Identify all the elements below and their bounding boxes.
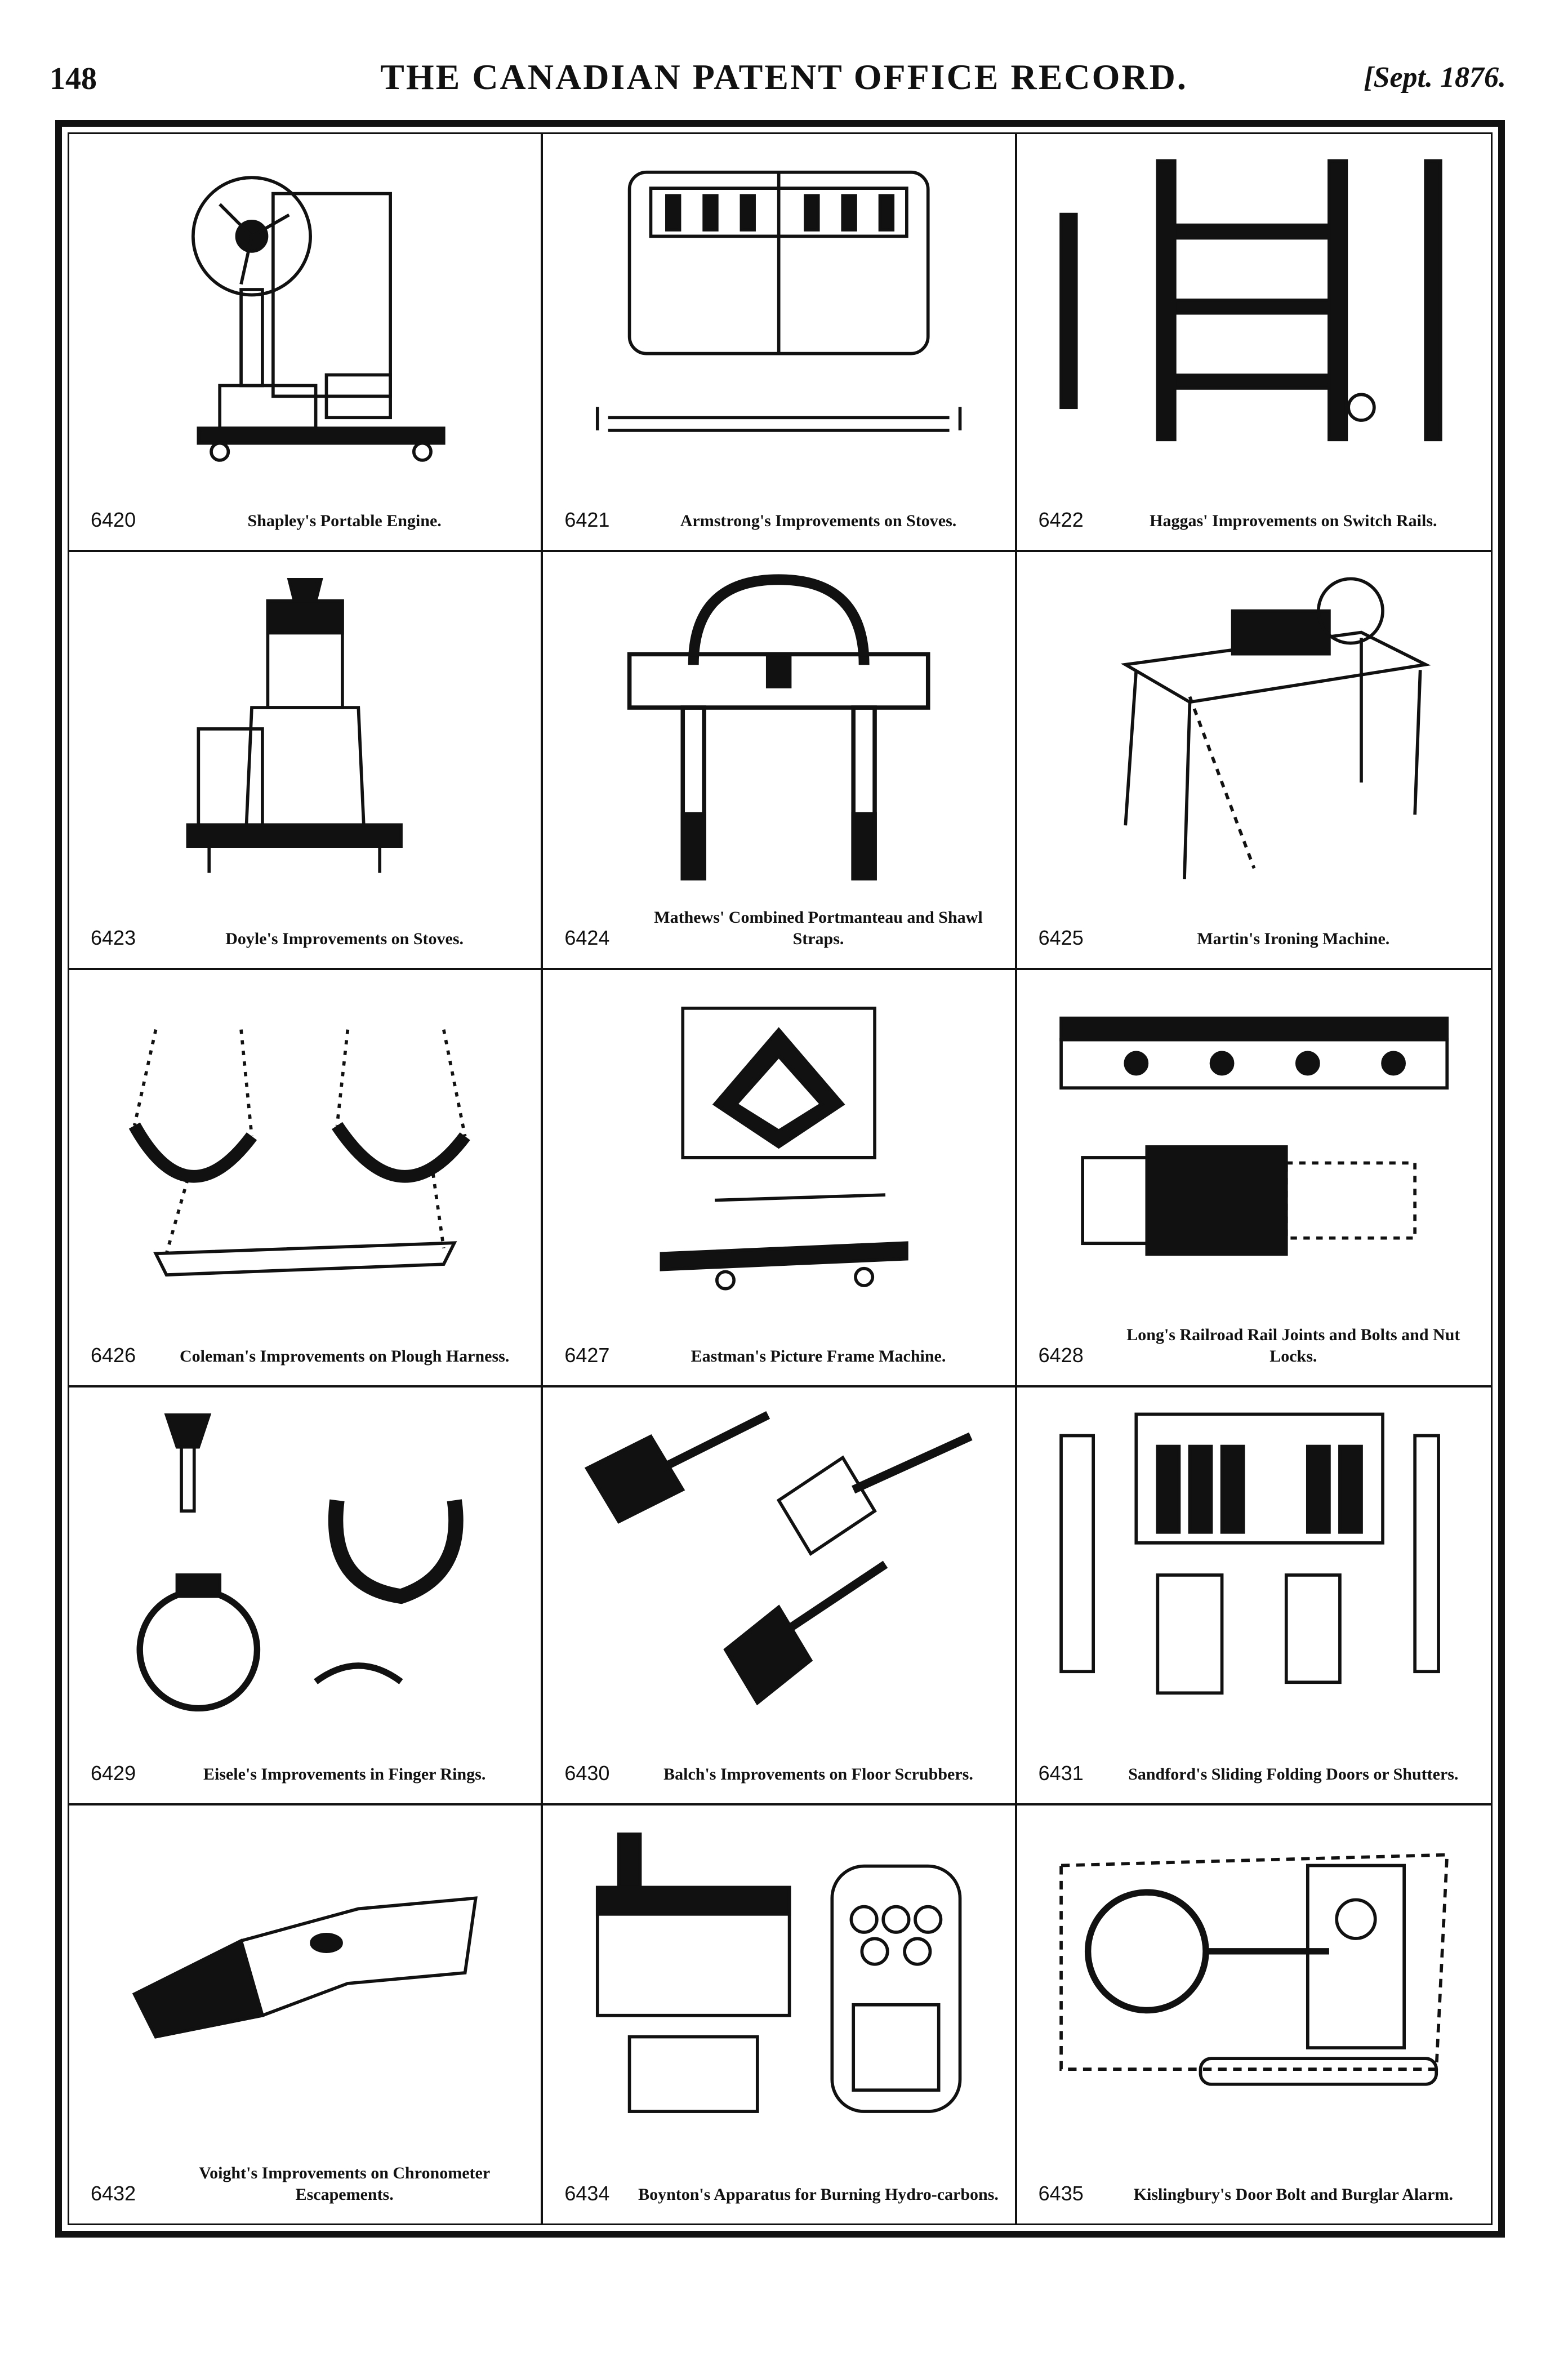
patent-title: Boynton's Apparatus for Burning Hydro-ca… bbox=[638, 2185, 999, 2204]
finger-ring-icon bbox=[92, 1399, 518, 1730]
patent-cell: 6428 Long's Railroad Rail Joints and Bol… bbox=[1017, 970, 1491, 1388]
ironing-machine-icon bbox=[1040, 563, 1468, 895]
patent-title: Mathews' Combined Portmanteau and Shawl … bbox=[654, 908, 983, 948]
patent-number: 6420 bbox=[91, 508, 136, 531]
patent-caption: 6425 Martin's Ironing Machine. bbox=[1027, 904, 1481, 958]
patent-title: Balch's Improvements on Floor Scrubbers. bbox=[663, 1765, 973, 1784]
patent-figure-frame-inner: 6420 Shapley's Portable Engine. bbox=[68, 132, 1493, 2225]
patent-cell: 6430 Balch's Improvements on Floor Scrub… bbox=[543, 1387, 1017, 1806]
plough-harness-icon bbox=[92, 981, 518, 1313]
folding-doors-icon bbox=[1040, 1399, 1468, 1730]
patent-title: Eisele's Improvements in Finger Rings. bbox=[203, 1765, 486, 1784]
patent-number: 6425 bbox=[1038, 926, 1084, 949]
patent-cell: 6422 Haggas' Improvements on Switch Rail… bbox=[1017, 134, 1491, 552]
patent-cell: 6424 Mathews' Combined Portmanteau and S… bbox=[543, 552, 1017, 970]
patent-number: 6428 bbox=[1038, 1344, 1084, 1367]
patent-title: Kislingbury's Door Bolt and Burglar Alar… bbox=[1133, 2185, 1453, 2204]
patent-figure-grid: 6420 Shapley's Portable Engine. bbox=[69, 134, 1491, 2223]
patent-number: 6421 bbox=[564, 508, 610, 531]
patent-cell: 6427 Eastman's Picture Frame Machine. bbox=[543, 970, 1017, 1388]
patent-title: Shapley's Portable Engine. bbox=[247, 511, 442, 530]
patent-number: 6435 bbox=[1038, 2181, 1084, 2205]
patent-number: 6424 bbox=[564, 926, 610, 949]
patent-caption: 6422 Haggas' Improvements on Switch Rail… bbox=[1027, 486, 1481, 540]
patent-number: 6434 bbox=[564, 2181, 610, 2205]
patent-title: Doyle's Improvements on Stoves. bbox=[225, 929, 464, 948]
patent-cell: 6434 Boynton's Apparatus for Burning Hyd… bbox=[543, 1805, 1017, 2223]
patent-figure-frame: 6420 Shapley's Portable Engine. bbox=[55, 120, 1505, 2238]
portmanteau-strap-icon bbox=[565, 563, 992, 895]
patent-cell: 6435 Kislingbury's Door Bolt and Burglar… bbox=[1017, 1805, 1491, 2223]
patent-cell: 6423 Doyle's Improvements on Stoves. bbox=[69, 552, 544, 970]
chronometer-escapement-icon bbox=[92, 1817, 518, 2150]
patent-cell: 6432 Voight's Improvements on Chronomete… bbox=[69, 1805, 544, 2223]
patent-title: Voight's Improvements on Chronometer Esc… bbox=[199, 2163, 491, 2204]
patent-number: 6431 bbox=[1038, 1762, 1084, 1785]
patent-number: 6432 bbox=[91, 2181, 136, 2205]
page-number: 148 bbox=[50, 61, 97, 96]
patent-cell: 6420 Shapley's Portable Engine. bbox=[69, 134, 544, 552]
patent-title: Sandford's Sliding Folding Doors or Shut… bbox=[1128, 1765, 1459, 1784]
floor-scrubber-icon bbox=[565, 1399, 992, 1730]
patent-caption: 6431 Sandford's Sliding Folding Doors or… bbox=[1027, 1740, 1481, 1793]
patent-caption: 6428 Long's Railroad Rail Joints and Bol… bbox=[1027, 1322, 1481, 1375]
hydrocarbon-burner-icon bbox=[565, 1817, 992, 2150]
patent-cell: 6421 Armstrong's Improvements on Stoves. bbox=[543, 134, 1017, 552]
picture-frame-machine-icon bbox=[565, 981, 992, 1313]
patent-caption: 6427 Eastman's Picture Frame Machine. bbox=[553, 1322, 1004, 1375]
stove-icon bbox=[92, 563, 518, 895]
patent-title: Armstrong's Improvements on Stoves. bbox=[680, 511, 957, 530]
patent-number: 6423 bbox=[91, 926, 136, 949]
patent-title: Eastman's Picture Frame Machine. bbox=[691, 1347, 946, 1366]
patent-title: Martin's Ironing Machine. bbox=[1197, 929, 1390, 948]
patent-caption: 6424 Mathews' Combined Portmanteau and S… bbox=[553, 904, 1004, 958]
patent-caption: 6429 Eisele's Improvements in Finger Rin… bbox=[79, 1740, 531, 1793]
patent-cell: 6431 Sandford's Sliding Folding Doors or… bbox=[1017, 1387, 1491, 1806]
patent-caption: 6421 Armstrong's Improvements on Stoves. bbox=[553, 486, 1004, 540]
patent-number: 6422 bbox=[1038, 508, 1084, 531]
page-header: 148 THE CANADIAN PATENT OFFICE RECORD. [… bbox=[0, 56, 1568, 107]
patent-title: Coleman's Improvements on Plough Harness… bbox=[180, 1347, 510, 1366]
patent-title: Haggas' Improvements on Switch Rails. bbox=[1150, 511, 1437, 530]
patent-cell: 6426 Coleman's Improvements on Plough Ha… bbox=[69, 970, 544, 1388]
issue-date: [Sept. 1876. bbox=[1364, 61, 1506, 94]
patent-title: Long's Railroad Rail Joints and Bolts an… bbox=[1126, 1326, 1460, 1366]
rail-joint-icon bbox=[1040, 981, 1468, 1313]
journal-title: THE CANADIAN PATENT OFFICE RECORD. bbox=[380, 57, 1188, 97]
patent-number: 6426 bbox=[91, 1344, 136, 1367]
door-bolt-alarm-icon bbox=[1040, 1817, 1468, 2150]
patent-caption: 6426 Coleman's Improvements on Plough Ha… bbox=[79, 1322, 531, 1375]
patent-cell: 6429 Eisele's Improvements in Finger Rin… bbox=[69, 1387, 544, 1806]
patent-caption: 6423 Doyle's Improvements on Stoves. bbox=[79, 904, 531, 958]
stove-door-icon bbox=[565, 145, 992, 477]
patent-caption: 6434 Boynton's Apparatus for Burning Hyd… bbox=[553, 2160, 1004, 2213]
patent-number: 6429 bbox=[91, 1762, 136, 1785]
patent-caption: 6435 Kislingbury's Door Bolt and Burglar… bbox=[1027, 2160, 1481, 2213]
patent-cell: 6425 Martin's Ironing Machine. bbox=[1017, 552, 1491, 970]
patent-number: 6427 bbox=[564, 1344, 610, 1367]
patent-caption: 6432 Voight's Improvements on Chronomete… bbox=[79, 2160, 531, 2213]
switch-rails-icon bbox=[1040, 145, 1468, 477]
portable-engine-icon bbox=[92, 145, 518, 477]
patent-number: 6430 bbox=[564, 1762, 610, 1785]
patent-caption: 6430 Balch's Improvements on Floor Scrub… bbox=[553, 1740, 1004, 1793]
patent-caption: 6420 Shapley's Portable Engine. bbox=[79, 486, 531, 540]
